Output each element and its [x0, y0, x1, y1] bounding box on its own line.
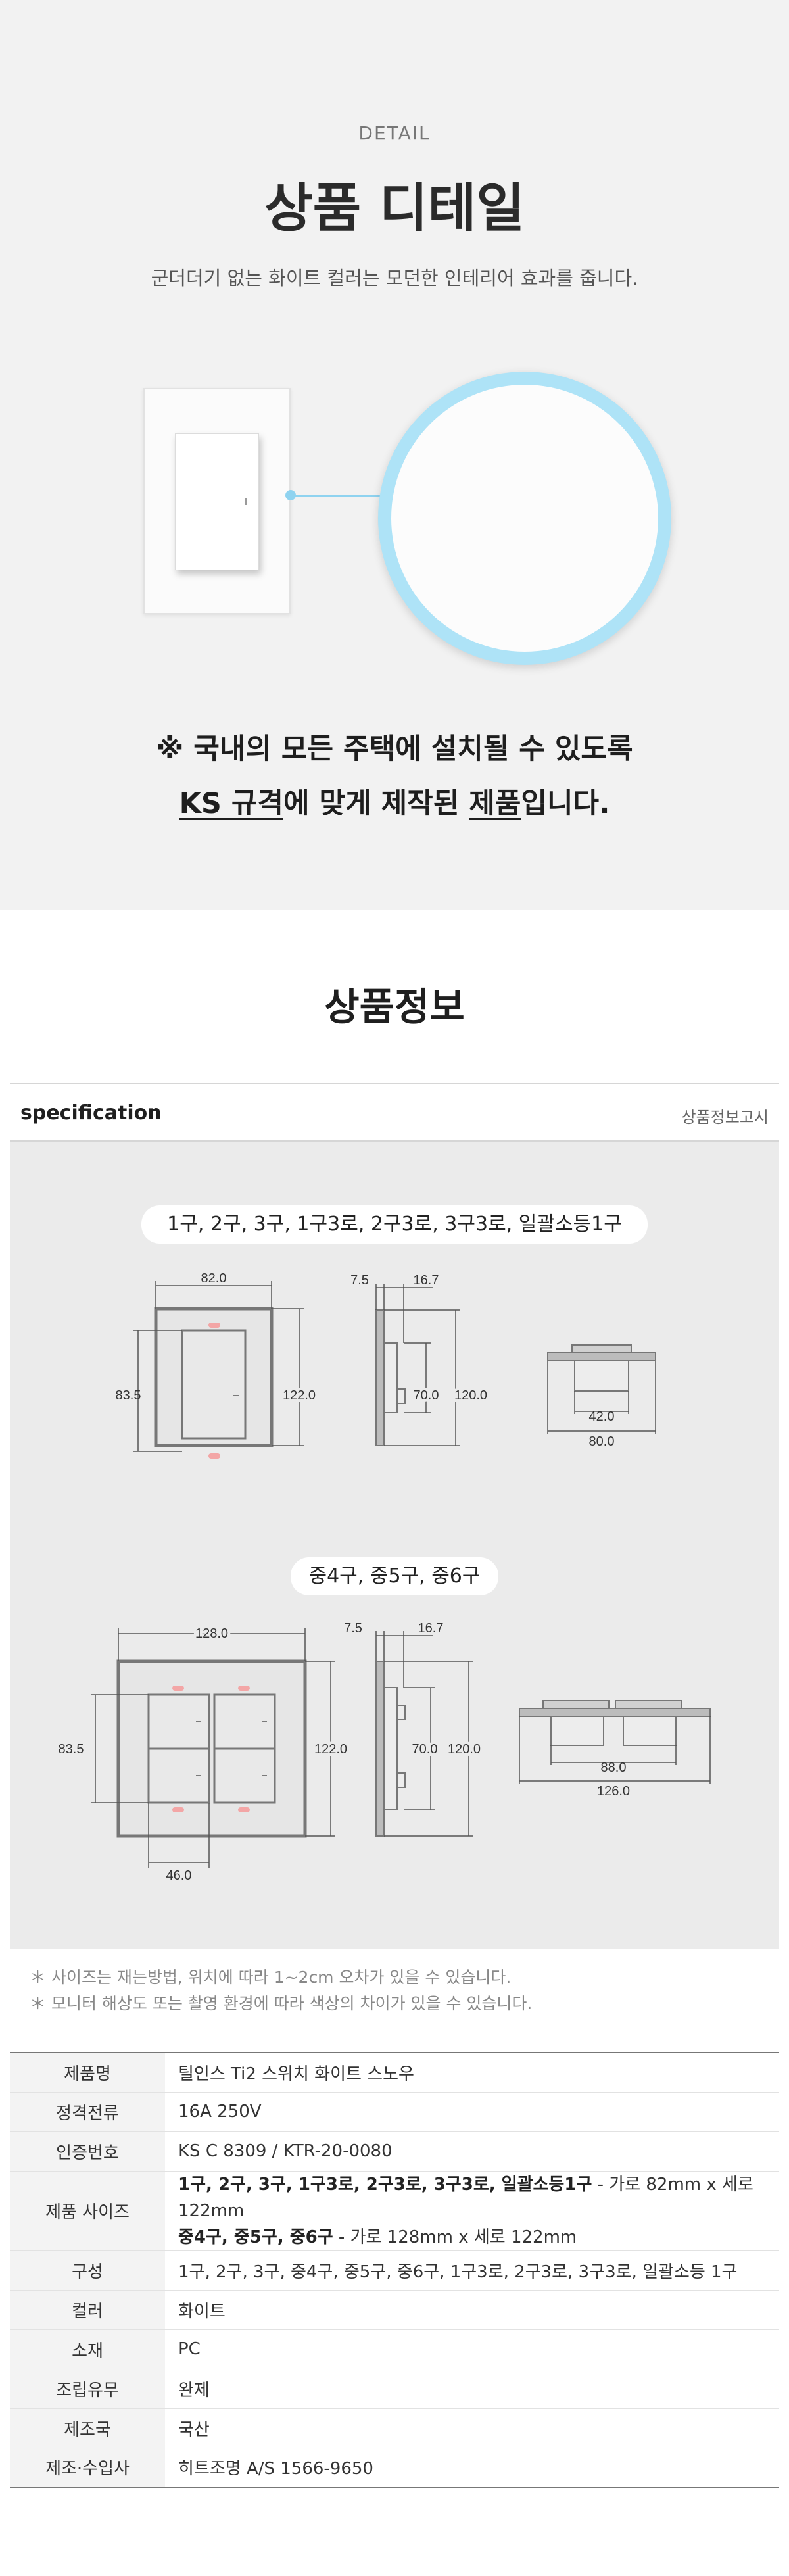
product-info-title: 상품정보	[324, 984, 465, 1029]
spec-row-rating: 정격전류 16A 250V	[10, 2092, 779, 2132]
g1-front-led-bottom	[208, 1453, 220, 1459]
spec-key: 제조국	[10, 2408, 165, 2448]
g2-button-bl	[147, 1747, 210, 1804]
spec-key: 구성	[10, 2250, 165, 2291]
ks-notice-line2: KS 규격에 맞게 제작된 제품입니다.	[179, 787, 610, 820]
g2-top-plate	[519, 1708, 711, 1717]
g2-top-body-right	[623, 1716, 677, 1746]
g2-dim-side-h2: 120.0	[448, 1742, 481, 1757]
spec-value: 국산	[165, 2408, 779, 2448]
spec-row-name: 제품명 틸인스 Ti2 스위치 화이트 스노우	[10, 2052, 779, 2093]
g2-top-body-left	[550, 1716, 604, 1746]
spec-value: 화이트	[165, 2290, 779, 2330]
spec-key: 제품명	[10, 2052, 165, 2093]
zoom-texture-detail	[391, 385, 658, 652]
g1-dim-side-t1: 7.5	[350, 1273, 369, 1288]
spec-key: 제품 사이즈	[10, 2171, 165, 2251]
g1-side-plate	[375, 1309, 385, 1446]
g1-dim-front-plate-h: 122.0	[283, 1388, 316, 1403]
spec-key: 컬러	[10, 2290, 165, 2330]
g2-dim-front-width: 128.0	[195, 1626, 228, 1641]
spec-row-cert: 인증번호 KS C 8309 / KTR-20-0080	[10, 2131, 779, 2172]
g1-front-button	[181, 1329, 247, 1440]
g1-top-plate	[547, 1352, 656, 1361]
g1-dim-side-h2: 120.0	[454, 1388, 487, 1403]
spec-key: 인증번호	[10, 2131, 165, 2172]
detail-title: 상품 디테일	[264, 178, 525, 239]
g1-dim-front-width: 82.0	[201, 1271, 227, 1286]
g1-dim-side-t2: 16.7	[414, 1273, 439, 1288]
g2-dim-side-t1: 7.5	[344, 1621, 362, 1636]
spec-table: 제품명 틸인스 Ti2 스위치 화이트 스노우 정격전류 16A 250V 인증…	[10, 2052, 779, 2488]
g2-side-plate	[375, 1661, 385, 1837]
spec-row-color: 컬러 화이트	[10, 2290, 779, 2330]
spec-value: PC	[165, 2329, 779, 2369]
g1-dim-top-w2: 80.0	[589, 1434, 615, 1449]
switch-indicator-mark	[245, 498, 247, 505]
g2-dim-front-button-h: 83.5	[59, 1742, 84, 1757]
size-line-standard: 1구, 2구, 3구, 1구3로, 2구3로, 3구3로, 일괄소등1구 - 가…	[178, 2174, 753, 2221]
spec-row-size: 제품 사이즈 1구, 2구, 3구, 1구3로, 2구3로, 3구3로, 일괄소…	[10, 2171, 779, 2251]
spec-value: 완제	[165, 2369, 779, 2409]
detail-section: DETAIL 상품 디테일 군더더기 없는 화이트 컬러는 모던한 인테리어 효…	[0, 0, 789, 910]
spec-key: 소재	[10, 2329, 165, 2369]
spec-row-config: 구성 1구, 2구, 3구, 중4구, 중5구, 중6구, 1구3로, 2구3로…	[10, 2250, 779, 2291]
color-difference-note: ＊ 모니터 해상도 또는 촬영 환경에 따라 색상의 차이가 있을 수 있습니다…	[30, 1994, 533, 2013]
group1-model-label: 1구, 2구, 3구, 1구3로, 2구3로, 3구3로, 일괄소등1구	[141, 1205, 648, 1244]
g2-front-plate	[116, 1659, 307, 1838]
g2-side-body	[383, 1687, 398, 1810]
spec-key: 정격전류	[10, 2092, 165, 2132]
spec-key: 조립유무	[10, 2369, 165, 2409]
spec-value: 16A 250V	[165, 2092, 779, 2132]
ks-notice-line1: ※ 국내의 모든 주택에 설치될 수 있도록	[156, 733, 633, 766]
zoom-connector-dot	[285, 490, 296, 500]
g2-dim-top-w2: 126.0	[597, 1784, 630, 1799]
spec-row-origin: 제조국 국산	[10, 2408, 779, 2448]
spec-row-assembly: 조립유무 완제	[10, 2369, 779, 2409]
spec-value: KS C 8309 / KTR-20-0080	[165, 2131, 779, 2172]
spec-value: 틸인스 Ti2 스위치 화이트 스노우	[165, 2052, 779, 2093]
ks-standard-emphasis: KS 규격	[179, 787, 283, 820]
zoom-connector-line	[290, 495, 386, 497]
g1-front-led-top	[208, 1323, 220, 1328]
spec-value: 1구, 2구, 3구, 1구3로, 2구3로, 3구3로, 일괄소등1구 - 가…	[165, 2171, 779, 2251]
product-notice-link[interactable]: 상품정보고시	[681, 1108, 769, 1127]
g2-dim-front-plate-h: 122.0	[314, 1742, 347, 1757]
group2-model-label: 중4구, 중5구, 중6구	[291, 1557, 498, 1595]
spec-key: 제조·수입사	[10, 2448, 165, 2488]
size-line-wide: 중4구, 중5구, 중6구 - 가로 128mm x 세로 122mm	[178, 2227, 577, 2247]
g2-dim-side-h1: 70.0	[412, 1742, 438, 1757]
g1-dim-side-h1: 70.0	[414, 1388, 439, 1403]
specification-label: specification	[20, 1102, 162, 1125]
detail-eyebrow: DETAIL	[358, 122, 431, 144]
product-emphasis: 제품	[469, 787, 521, 820]
spec-row-material: 소재 PC	[10, 2329, 779, 2369]
spec-value: 1구, 2구, 3구, 중4구, 중5구, 중6구, 1구3로, 2구3로, 3…	[165, 2250, 779, 2291]
g1-dim-front-button-h: 83.5	[116, 1388, 141, 1403]
spec-row-maker: 제조·수입사 히트조명 A/S 1566-9650	[10, 2448, 779, 2488]
spec-value: 히트조명 A/S 1566-9650	[165, 2448, 779, 2488]
g1-dim-top-w1: 42.0	[589, 1409, 615, 1424]
g2-dim-side-t2: 16.7	[418, 1621, 444, 1636]
g2-dim-top-w1: 88.0	[601, 1761, 627, 1775]
detail-subtitle: 군더더기 없는 화이트 컬러는 모던한 인테리어 효과를 줍니다.	[151, 267, 638, 289]
g1-side-body	[383, 1342, 398, 1413]
specification-bar: specification 상품정보고시	[10, 1083, 779, 1142]
size-tolerance-note: ＊ 사이즈는 재는방법, 위치에 따라 1~2cm 오차가 있을 수 있습니다.	[30, 1968, 512, 1987]
g2-dim-front-button-w: 46.0	[166, 1868, 192, 1883]
g1-top-body	[574, 1360, 629, 1392]
